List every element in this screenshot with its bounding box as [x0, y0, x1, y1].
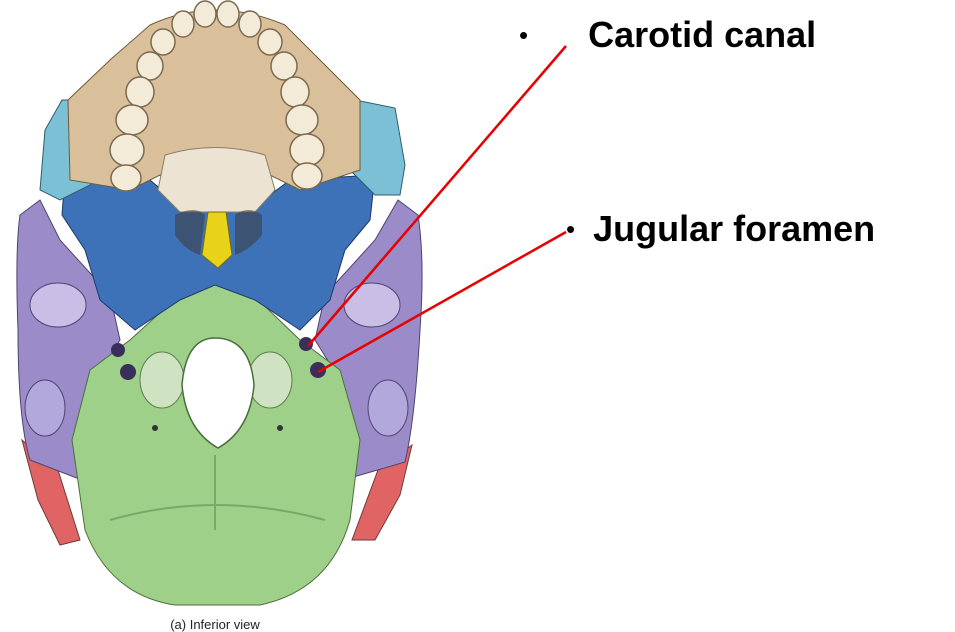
jugular-foramen-opening-left [120, 364, 136, 380]
carotid-canal-pointer [307, 45, 567, 347]
condylar-canal-right [277, 425, 283, 431]
carotid-canal-text: Carotid canal [588, 14, 817, 55]
mandibular-fossa-right [343, 282, 401, 328]
carotid-canal-opening [299, 337, 313, 351]
nuchal-line [109, 504, 326, 521]
palatine-bone [157, 147, 276, 213]
foramen-magnum [181, 337, 255, 449]
bullet-marker: • [519, 19, 529, 50]
teeth [109, 0, 325, 192]
jugular-foramen-pointer [317, 230, 567, 374]
figure-caption: (a) Inferior view [170, 617, 260, 632]
jugular-foramen-opening [310, 362, 326, 378]
choana-left [175, 210, 205, 255]
mastoid-process-left [24, 379, 66, 437]
condylar-canal-left [152, 425, 158, 431]
mastoid-process-right [367, 379, 409, 437]
occipital-condyle-right [247, 351, 293, 409]
vomer-bone [201, 211, 233, 269]
jugular-foramen-text: Jugular foramen [593, 208, 876, 249]
carotid-canal-label: • Carotid canal [519, 14, 816, 56]
bullet-marker: • [566, 213, 576, 244]
choana-right [235, 210, 262, 255]
jugular-foramen-label: • Jugular foramen [566, 208, 875, 250]
mandibular-fossa-left [29, 282, 87, 328]
carotid-canal-opening-left [111, 343, 125, 357]
occipital-condyle-left [139, 351, 185, 409]
